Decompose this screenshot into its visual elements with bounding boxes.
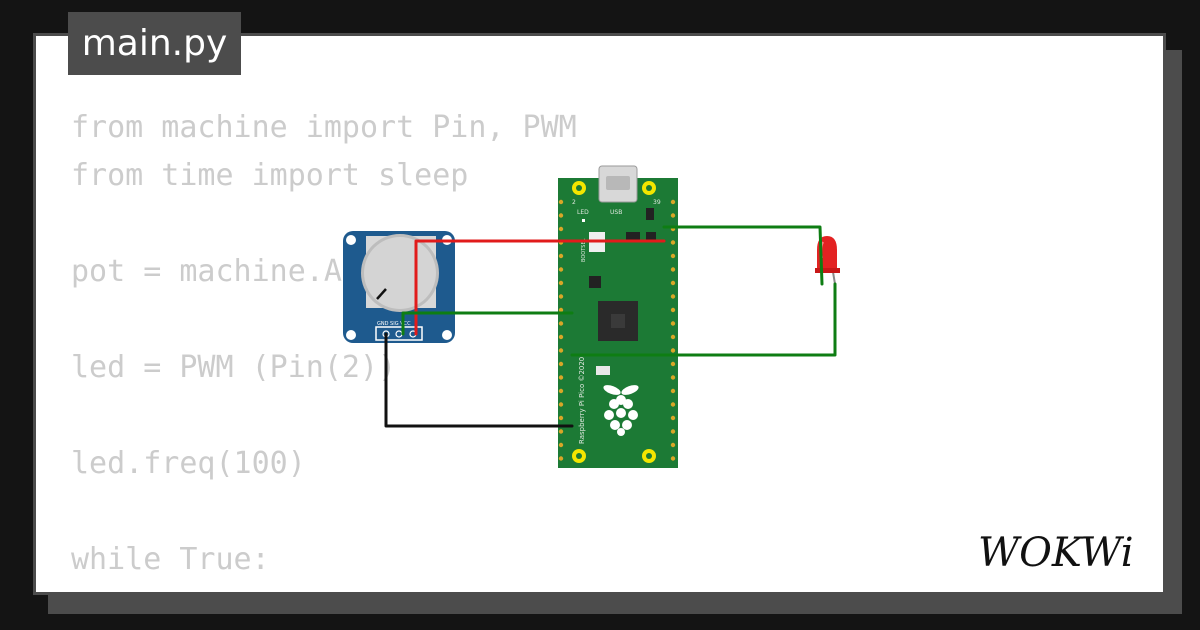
- code-line: val = pot.read_u16(): [71, 584, 577, 592]
- gpio-pad[interactable]: [558, 442, 564, 448]
- gpio-pad[interactable]: [670, 442, 676, 448]
- wokwi-logo-text: WOKWi: [978, 530, 1134, 576]
- crystal: [596, 366, 610, 375]
- gpio-pad[interactable]: [670, 361, 676, 367]
- gpio-pad[interactable]: [670, 348, 676, 353]
- gpio-pad[interactable]: [670, 321, 676, 326]
- bootsel-label: BOOTSEL: [581, 238, 587, 262]
- raspberry-pi-logo: [603, 385, 639, 436]
- gpio-pad[interactable]: [558, 267, 564, 272]
- file-tab[interactable]: main.py: [68, 12, 241, 75]
- preview-card: from machine import Pin, PWM from time im…: [33, 33, 1166, 595]
- gpio-pad[interactable]: [558, 226, 564, 232]
- gpio-pad[interactable]: [670, 429, 676, 434]
- pin-left-top-number: 2: [572, 199, 576, 206]
- wire-vcc-red[interactable]: [414, 239, 666, 336]
- gpio-pad[interactable]: [558, 456, 564, 461]
- gpio-pad[interactable]: [558, 294, 564, 299]
- pot-knob[interactable]: [364, 237, 436, 309]
- gpio-pad[interactable]: [558, 213, 564, 218]
- gpio-pad[interactable]: [670, 199, 676, 205]
- led-label: LED: [577, 209, 589, 216]
- gpio-pad[interactable]: [670, 253, 676, 259]
- wire-led-anode-green[interactable]: [662, 225, 824, 286]
- gpio-pad[interactable]: [558, 348, 564, 353]
- gpio-pad[interactable]: [670, 388, 676, 394]
- gpio-pad[interactable]: [670, 294, 676, 299]
- code-line: led = PWM (Pin(2)): [71, 350, 397, 385]
- gpio-pad[interactable]: [670, 402, 676, 407]
- onboard-led: [582, 219, 585, 222]
- gpio-pad[interactable]: [670, 307, 676, 313]
- usb-label: USB: [610, 209, 622, 216]
- pin-right-top-number: 39: [653, 199, 661, 206]
- pico-board[interactable]: USB LED 2 39 BOOTSEL: [558, 165, 678, 468]
- gpio-pad[interactable]: [558, 402, 564, 407]
- gpio-pad[interactable]: [558, 334, 564, 340]
- wire-led-cathode-green[interactable]: [570, 282, 837, 357]
- code-line: while True:: [71, 542, 270, 577]
- gpio-pad[interactable]: [558, 361, 564, 367]
- gpio-pad[interactable]: [670, 240, 676, 245]
- pot-pin-labels: GND SIG VCC: [377, 321, 411, 327]
- gpio-pad[interactable]: [558, 321, 564, 326]
- gpio-pad[interactable]: [670, 213, 676, 218]
- gpio-pad[interactable]: [670, 267, 676, 272]
- gpio-pad[interactable]: [558, 307, 564, 313]
- code-line: led.freq(100): [71, 446, 306, 481]
- gpio-pad[interactable]: [558, 280, 564, 286]
- pico-silkscreen: Raspberry Pi Pico ©2020: [578, 357, 586, 444]
- code-line: from time import sleep: [71, 158, 469, 193]
- potentiometer[interactable]: GND SIG VCC: [343, 231, 455, 343]
- code-preview: from machine import Pin, PWM from time im…: [71, 104, 577, 592]
- gpio-pad[interactable]: [670, 334, 676, 340]
- gpio-pad[interactable]: [558, 253, 564, 259]
- gpio-pad[interactable]: [670, 456, 676, 461]
- gpio-pad[interactable]: [670, 375, 676, 380]
- pot-knob-indicator: [376, 288, 387, 300]
- circuit-diagram: USB LED 2 39 BOOTSEL: [343, 165, 840, 468]
- gpio-pad[interactable]: [670, 415, 676, 421]
- flash-chip: [626, 232, 640, 242]
- code-line: from machine import Pin, PWM: [71, 110, 577, 145]
- wire-sig-green[interactable]: [401, 311, 574, 336]
- gpio-pad[interactable]: [558, 415, 564, 421]
- gpio-pad[interactable]: [558, 375, 564, 380]
- wire-gnd-black[interactable]: [384, 332, 574, 428]
- red-led[interactable]: [815, 236, 840, 285]
- gpio-pad[interactable]: [670, 280, 676, 286]
- gpio-pad[interactable]: [558, 429, 564, 434]
- wires: [384, 225, 837, 428]
- gpio-pad[interactable]: [558, 388, 564, 394]
- wokwi-logo: WOKWi: [978, 530, 1134, 576]
- regulator-chip: [646, 232, 656, 242]
- gpio-pad[interactable]: [558, 199, 564, 205]
